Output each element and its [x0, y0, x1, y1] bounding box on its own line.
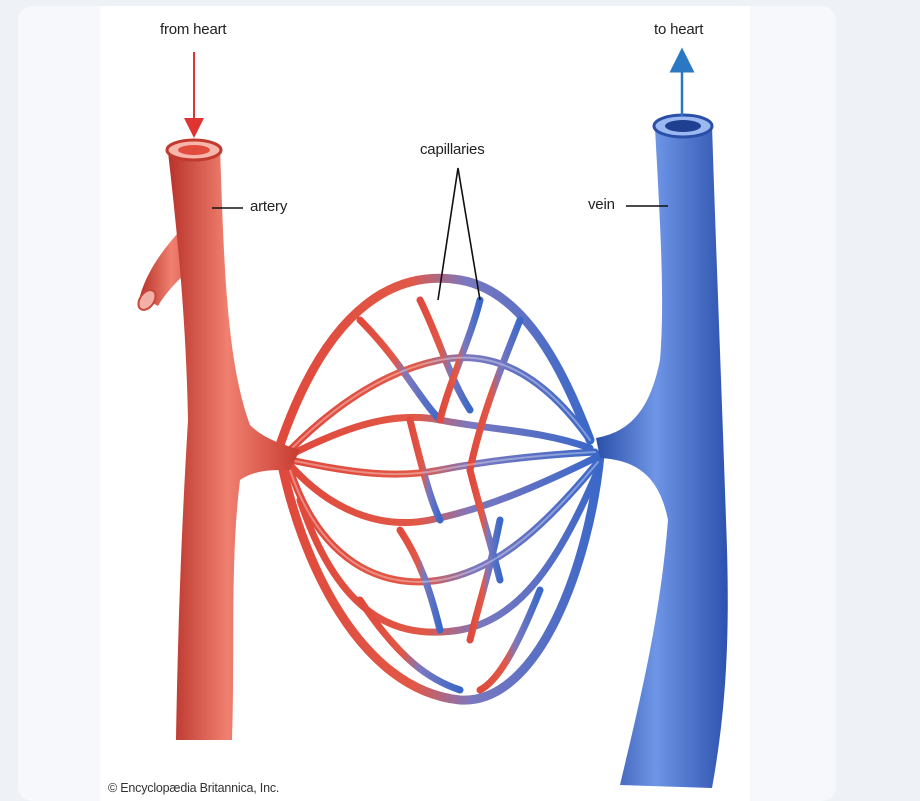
from-heart-label: from heart	[160, 21, 226, 38]
vein-label: vein	[588, 196, 615, 213]
capillary-network	[280, 278, 600, 700]
artery-vessel	[135, 140, 300, 740]
artery-label: artery	[250, 198, 287, 215]
capillaries-label: capillaries	[420, 141, 485, 158]
to-heart-label: to heart	[654, 21, 703, 38]
vein-vessel	[596, 115, 728, 788]
copyright-credit: © Encyclopædia Britannica, Inc.	[108, 781, 279, 795]
